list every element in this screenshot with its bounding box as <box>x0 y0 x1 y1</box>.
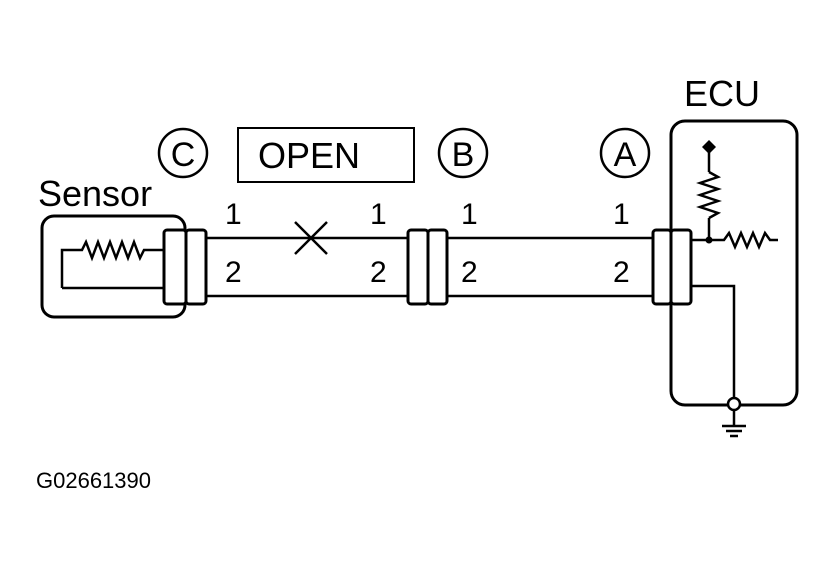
pin-c-1: 1 <box>225 198 242 231</box>
connector-letter-a: A <box>614 136 637 174</box>
open-status-box <box>237 127 415 183</box>
pin-b-right-1: 1 <box>461 198 478 231</box>
sensor-label: Sensor <box>38 173 152 214</box>
pin-b-right-2: 2 <box>461 256 478 289</box>
figure-code: G02661390 <box>36 468 151 493</box>
pin-c-2: 2 <box>225 256 242 289</box>
sensor-resistor-circuit <box>60 238 165 290</box>
connector-a <box>651 228 693 306</box>
power-supply-terminal <box>702 140 716 154</box>
pin-b-left-2: 2 <box>370 256 387 289</box>
pin-a-1: 1 <box>613 198 630 231</box>
pin-a-2: 2 <box>613 256 630 289</box>
ecu-label: ECU <box>684 73 760 114</box>
open-circuit-mark <box>294 221 328 255</box>
ground-junction <box>726 396 742 412</box>
connector-letter-b: B <box>452 136 475 174</box>
junction-dot <box>705 236 713 244</box>
connector-label-c: C <box>157 127 209 179</box>
connector-c <box>162 228 208 306</box>
wire-harness <box>206 236 653 298</box>
connector-label-a: A <box>599 127 651 179</box>
connector-label-b: B <box>437 127 489 179</box>
connector-letter-c: C <box>171 136 196 174</box>
ecu-internal-circuit <box>691 150 778 438</box>
open-status-label: OPEN <box>258 135 360 176</box>
pin-b-left-1: 1 <box>370 198 387 231</box>
connector-b <box>406 228 449 306</box>
